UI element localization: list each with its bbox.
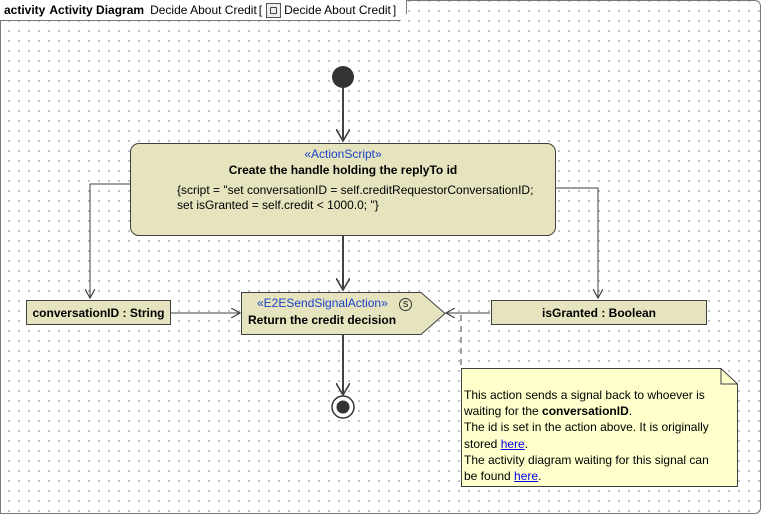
note-link-stored-here[interactable]: here xyxy=(500,436,525,451)
final-node-core xyxy=(336,400,350,414)
flow-script-to-is-granted[interactable] xyxy=(556,187,598,298)
script-line-2: set isGranted = self.credit < 1000.0; "} xyxy=(177,198,379,212)
frame-header: activity Activity Diagram Decide About C… xyxy=(0,0,407,21)
note-line-3: The id is set in the action above. It is… xyxy=(464,420,709,435)
note-shape xyxy=(461,368,738,487)
bracket-open: [ xyxy=(258,3,263,17)
note-line-1: This action sends a signal back to whoev… xyxy=(464,388,705,402)
flow-script-to-conversation-id[interactable] xyxy=(90,183,130,298)
bracket-close: ] xyxy=(392,3,397,17)
note-text: This action sends a signal back to whoev… xyxy=(464,387,722,484)
note-line-2-prefix: waiting for the xyxy=(464,404,543,419)
initial-node[interactable] xyxy=(332,66,354,88)
send-signal-shape xyxy=(241,292,446,335)
note-link-found-here[interactable]: here xyxy=(514,469,539,484)
send-signal-stereotype: «E2ESendSignalAction» xyxy=(257,296,388,310)
send-signal-action[interactable]: «E2ESendSignalAction» S Return the credi… xyxy=(241,292,446,335)
note-line-6: be found here. xyxy=(464,468,722,484)
note-line-2-bold: conversationID xyxy=(542,404,629,419)
object-node-is-granted-label: isGranted : Boolean xyxy=(541,305,657,320)
action-script-name: Create the handle holding the replyTo id xyxy=(228,163,458,177)
note-line-5: The activity diagram waiting for this si… xyxy=(464,452,709,467)
note-line-4-suffix: . xyxy=(524,436,529,451)
frame-title: Activity Diagram xyxy=(49,3,145,17)
note-line-4: stored here. xyxy=(464,436,722,452)
note-line-6-suffix: . xyxy=(538,469,542,484)
action-script-body: {script = "set conversationID = self.cre… xyxy=(177,183,555,213)
note-line-2: waiting for the conversationID. xyxy=(464,403,722,419)
note-line-2-suffix: . xyxy=(628,404,633,419)
context-name: Decide About Credit xyxy=(284,3,391,17)
script-line-1: {script = "set conversationID = self.cre… xyxy=(177,183,534,197)
object-node-is-granted[interactable]: isGranted : Boolean xyxy=(491,300,707,325)
frame-kind: activity xyxy=(4,3,46,17)
object-node-conversation-id-label: conversationID : String xyxy=(32,305,165,320)
object-node-conversation-id[interactable]: conversationID : String xyxy=(26,300,171,325)
signal-icon: S xyxy=(399,298,412,311)
diagram-name: Decide About Credit xyxy=(150,3,257,17)
action-script-node[interactable]: «ActionScript» Create the handle holding… xyxy=(130,143,556,236)
note-line-4-prefix: stored xyxy=(464,436,501,451)
note-line-6-prefix: be found xyxy=(464,469,515,484)
send-signal-name: Return the credit decision xyxy=(248,313,397,327)
action-script-stereotype: «ActionScript» xyxy=(304,147,382,161)
diagram-icon xyxy=(266,3,281,18)
comment-note[interactable]: This action sends a signal back to whoev… xyxy=(461,368,738,487)
